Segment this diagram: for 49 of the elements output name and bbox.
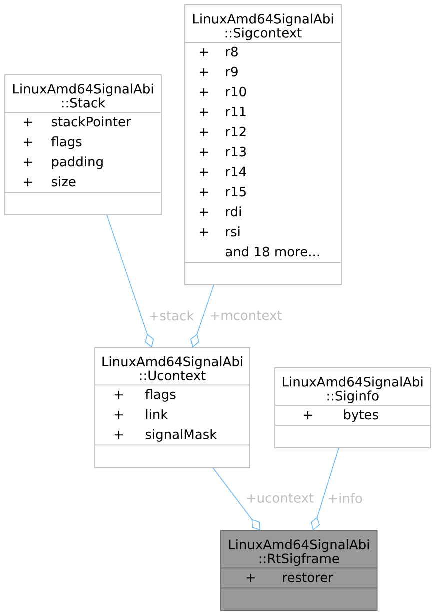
- edge-label: +stack: [148, 310, 196, 322]
- member-name: rsi: [226, 226, 240, 237]
- member-name: r10: [226, 86, 246, 97]
- member-name: bytes: [344, 410, 378, 422]
- visibility-marker: +: [200, 228, 208, 236]
- member-name: size: [52, 176, 76, 187]
- visibility-marker: +: [24, 158, 32, 166]
- class-name: LinuxAmd64SignalAbi ::Stack: [13, 84, 154, 108]
- member-name: r11: [226, 107, 246, 116]
- edge-label: +ucontext: [244, 492, 316, 504]
- member-name: rdi: [226, 206, 241, 217]
- member-name: signalMask: [146, 429, 218, 442]
- visibility-marker: +: [200, 168, 208, 176]
- edge-label: +mcontext: [208, 310, 284, 322]
- visibility-marker: +: [114, 411, 124, 420]
- class-name: LinuxAmd64SignalAbi ::Sigcontext: [193, 14, 334, 40]
- member-name: r9: [226, 66, 238, 77]
- visibility-marker: +: [200, 208, 208, 216]
- aggregation-arrow: [212, 467, 260, 531]
- class-name: LinuxAmd64SignalAbi ::Ucontext: [102, 356, 242, 381]
- member-name: padding: [52, 156, 103, 170]
- visibility-marker: +: [304, 411, 312, 420]
- visibility-marker: +: [200, 188, 208, 196]
- visibility-marker: +: [200, 128, 208, 136]
- visibility-marker: +: [200, 48, 208, 56]
- member-name: r15: [226, 187, 246, 197]
- visibility-marker: +: [114, 391, 124, 400]
- visibility-marker: +: [200, 108, 208, 116]
- more-note: and 18 more...: [226, 246, 320, 257]
- visibility-marker: +: [24, 138, 32, 146]
- member-name: r8: [226, 46, 238, 57]
- member-name: r12: [226, 126, 246, 136]
- member-name: flags: [146, 389, 176, 402]
- visibility-marker: +: [200, 68, 208, 76]
- visibility-marker: +: [114, 431, 124, 440]
- member-name: link: [146, 409, 168, 420]
- member-name: r13: [226, 146, 246, 157]
- visibility-marker: +: [200, 88, 208, 96]
- class-name: LinuxAmd64SignalAbi ::RtSigframe: [229, 540, 369, 566]
- visibility-marker: +: [24, 118, 32, 126]
- class-name: LinuxAmd64SignalAbi ::Siginfo: [283, 376, 423, 404]
- member-name: restorer: [283, 573, 334, 582]
- visibility-marker: +: [200, 148, 208, 156]
- member-name: stackPointer: [52, 116, 132, 127]
- visibility-marker: +: [246, 574, 256, 582]
- edge-label: +info: [326, 492, 364, 504]
- member-name: flags: [52, 136, 82, 150]
- member-name: r14: [226, 167, 246, 176]
- visibility-marker: +: [24, 178, 32, 186]
